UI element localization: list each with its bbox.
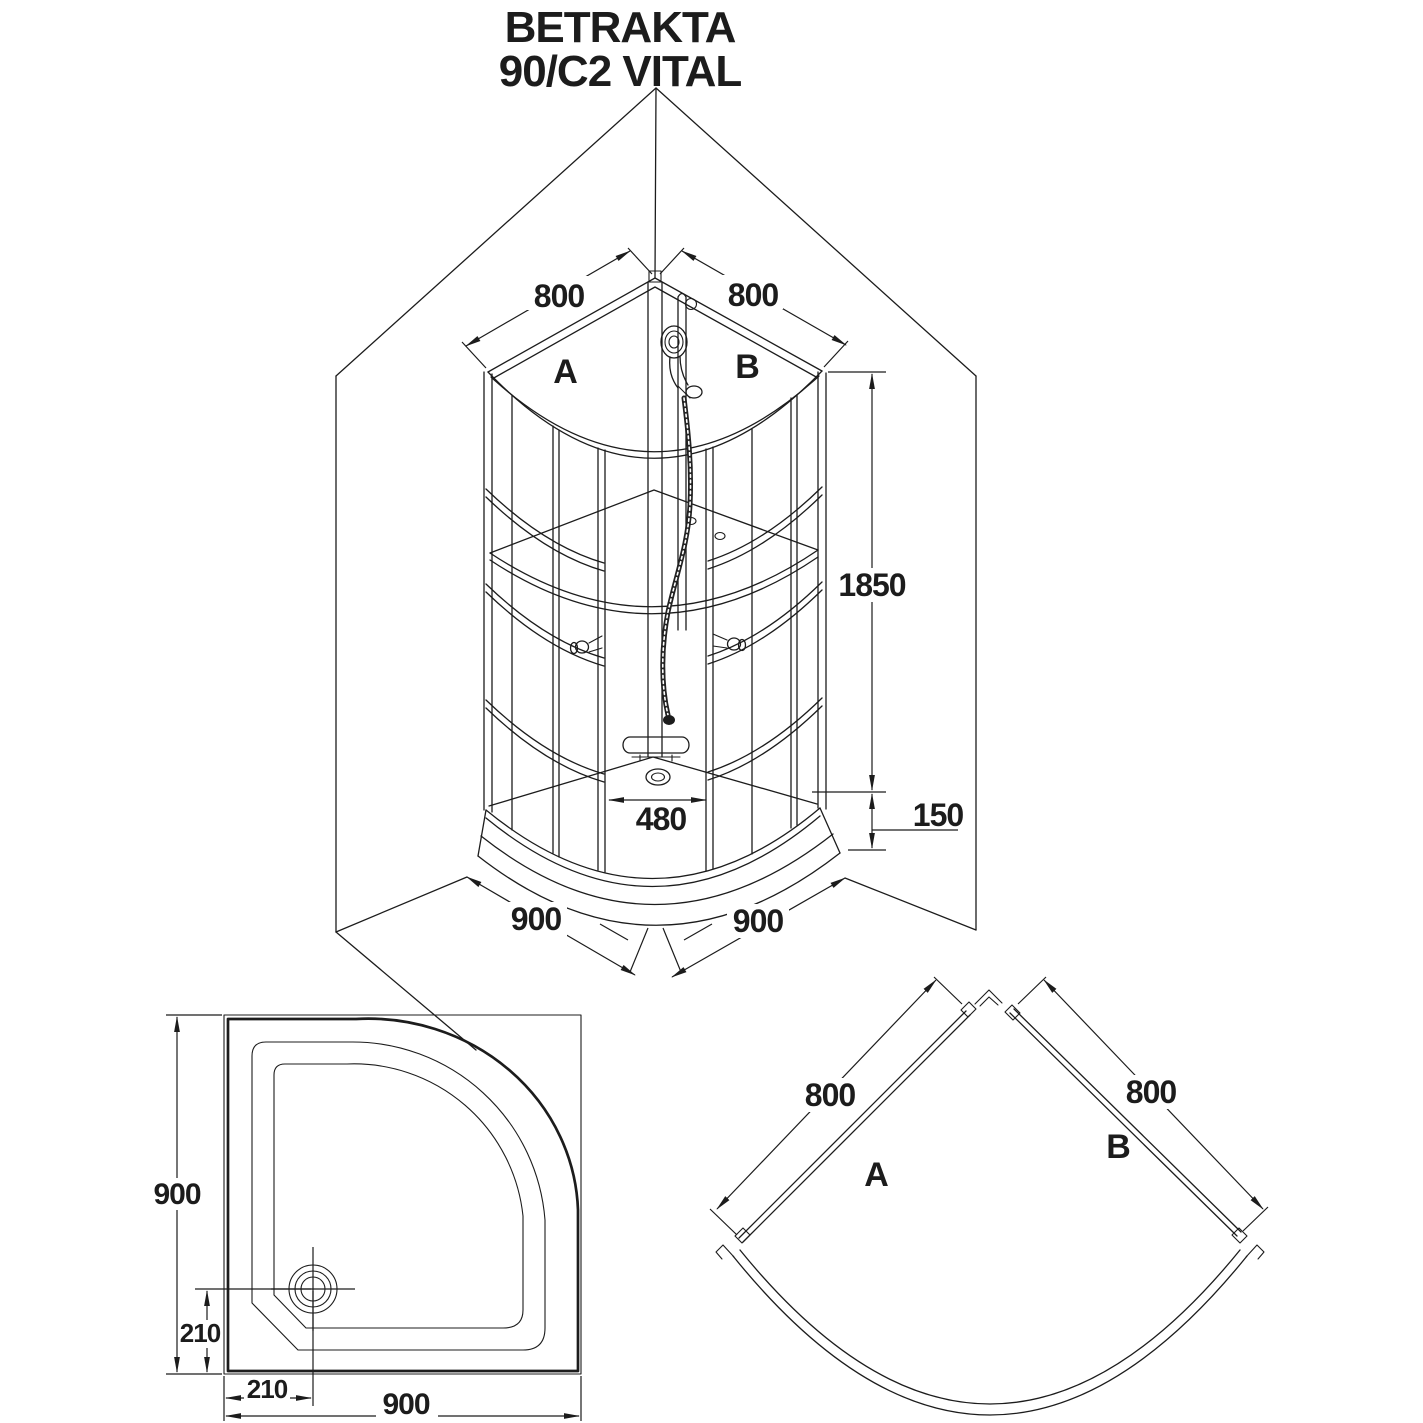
corner-bracket-icon <box>974 989 1003 1007</box>
dim-extension-marks <box>599 923 713 973</box>
dim-drain-side-value: 210 <box>180 1318 221 1348</box>
glass-door-posts <box>483 371 827 873</box>
dim-base-left-900: 900 <box>466 876 636 976</box>
title-line-1: BETRAKTA <box>505 3 736 52</box>
dim-opening-480: 480 <box>608 797 707 837</box>
dim-panel-a-800: 800 <box>709 976 963 1236</box>
dim-tray-height-value: 150 <box>913 797 964 833</box>
iso-dimensions: 800 800 A B 1850 150 480 90 <box>461 247 964 978</box>
dim-tray-height-150: 150 <box>848 793 964 851</box>
corner-post <box>647 281 663 758</box>
dim-drain-from-front-210: 210 <box>225 1291 314 1406</box>
dim-roof-left: 800 <box>461 247 653 369</box>
dim-opening-value: 480 <box>636 801 687 837</box>
title-line-2: 90/C2 VITAL <box>499 47 742 96</box>
drawing-title: BETRAKTA 90/C2 VITAL <box>499 3 743 96</box>
panel-a-label: A <box>864 1156 888 1194</box>
panel-b-label: B <box>1106 1128 1130 1166</box>
corner-shelf <box>489 489 819 615</box>
dim-panel-b-value: 800 <box>1126 1074 1177 1110</box>
tray-top-view: 900 900 210 210 <box>148 1014 582 1421</box>
shower-handset <box>660 325 703 399</box>
dim-height-value: 1850 <box>838 567 905 603</box>
dim-tray-front-value: 900 <box>382 1388 429 1421</box>
dim-panel-a-value: 800 <box>805 1077 856 1113</box>
dim-tray-side-900: 900 <box>148 1014 222 1375</box>
dim-base-left-value: 900 <box>511 901 562 937</box>
curved-panel <box>715 1244 1265 1416</box>
glass-panels-view: 800 A 800 B <box>709 976 1269 1416</box>
dim-roof-left-value: 800 <box>534 278 585 314</box>
dim-tray-front-900: 900 <box>223 1376 582 1421</box>
door-knobs <box>569 633 747 655</box>
curved-panel-left-hook <box>715 1244 735 1260</box>
dim-panel-b-800: 800 <box>1017 976 1269 1232</box>
drain-iso <box>645 768 671 786</box>
curved-panel-right-hook <box>1245 1244 1265 1260</box>
dim-roof-right-value: 800 <box>728 277 779 313</box>
dim-drain-from-side-210: 210 <box>178 1288 311 1373</box>
dim-height-1850: 1850 <box>812 371 907 793</box>
wall-corner <box>335 87 977 1051</box>
panel-b <box>1004 1004 1248 1244</box>
dim-tray-side-value: 900 <box>153 1178 200 1211</box>
dim-drain-front-value: 210 <box>247 1374 288 1404</box>
dim-base-right-value: 900 <box>733 903 784 939</box>
roof-panel-a-label: A <box>553 353 577 391</box>
corner-soap-dish <box>622 736 690 762</box>
tray-footprint-square <box>223 1014 582 1375</box>
shower-column <box>660 292 703 725</box>
dim-base-right-900: 900 <box>671 877 846 978</box>
panel-a <box>734 1001 977 1244</box>
roof-panel-b-label: B <box>735 348 759 386</box>
tray-rim-inner-contour <box>273 1063 524 1329</box>
tray-rim-outer-contour <box>251 1041 546 1351</box>
dim-roof-right: 800 <box>659 247 849 368</box>
horizontal-door-rails <box>485 486 823 783</box>
shower-hose <box>660 395 694 725</box>
tray-outer-edge <box>226 1017 580 1373</box>
